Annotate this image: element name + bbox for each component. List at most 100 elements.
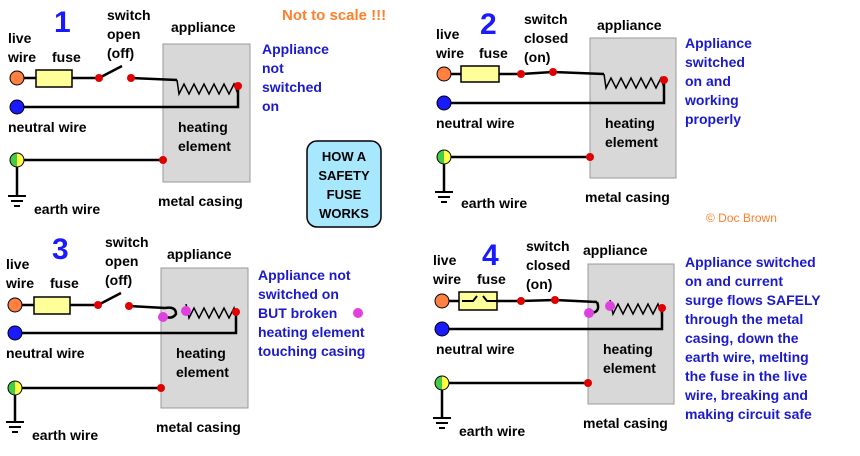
- switch-label-line-2: closed: [524, 30, 568, 46]
- metal-casing-label: metal casing: [158, 193, 243, 209]
- earth-wire-label: earth wire: [32, 427, 98, 443]
- fuse-label: fuse: [479, 45, 508, 61]
- description-line-5: properly: [685, 111, 741, 127]
- heating-element-coil: [609, 299, 663, 317]
- panel-4: 4 switch closed (on) appliance live wire…: [432, 238, 821, 439]
- description-line-3: switched: [262, 79, 322, 95]
- neutral-wire: [442, 308, 664, 331]
- live-terminal: [434, 293, 450, 309]
- switch-lever: [520, 298, 556, 303]
- description-line-2: switched on: [258, 286, 339, 302]
- melted-fuse-wire: [482, 295, 497, 302]
- switch-contact: [127, 74, 135, 82]
- fuse-label: fuse: [52, 49, 81, 65]
- panel-number: 4: [482, 239, 499, 272]
- info-box-line-1: HOW A: [322, 149, 367, 164]
- ground-icon: [435, 191, 453, 203]
- info-box-frame: [306, 140, 382, 228]
- earth-terminal: [9, 152, 25, 168]
- switch-contact: [517, 297, 525, 305]
- heating-element-coil: [185, 303, 237, 321]
- switch-label-line-1: switch: [524, 11, 568, 27]
- element-junction: [658, 304, 666, 312]
- element-junction: [234, 82, 242, 90]
- panel-1: 1 switch open (off) appliance live wire …: [7, 6, 329, 217]
- switch-label-line-3: (off): [105, 272, 132, 288]
- neutral-terminal: [436, 95, 452, 111]
- broken-element-loop: [163, 306, 178, 319]
- metal-casing: [589, 37, 677, 179]
- live-label-line-2: wire: [5, 275, 34, 291]
- switch-label-line-2: closed: [526, 257, 570, 273]
- live-wire: [128, 304, 166, 310]
- heating-element-coil: [603, 73, 665, 91]
- neutral-terminal: [9, 99, 25, 115]
- fuse: [35, 69, 73, 88]
- casing-earth-junction: [584, 379, 592, 387]
- switch-label-line-1: switch: [526, 238, 570, 254]
- heating-label-line-1: heating: [605, 115, 655, 131]
- panel-number: 2: [480, 8, 497, 41]
- description-line-5: touching casing: [258, 343, 365, 359]
- live-label-line-2: wire: [7, 49, 36, 65]
- description-line-8: wire, breaking and: [684, 387, 808, 403]
- description-line-2: on and current: [685, 273, 783, 289]
- description-line-4: heating element: [258, 324, 365, 340]
- heating-label-line-2: element: [176, 364, 229, 380]
- description-line-1: Appliance: [262, 41, 329, 57]
- heating-element-coil: [176, 79, 239, 97]
- casing-earth-junction: [157, 384, 165, 392]
- panel-number: 1: [54, 6, 71, 39]
- heating-label-line-1: heating: [178, 119, 228, 135]
- fuse: [460, 65, 500, 83]
- info-box-line-2: SAFETY: [318, 168, 370, 183]
- appliance-label: appliance: [167, 246, 232, 262]
- switch-label-line-2: open: [107, 26, 140, 42]
- switch-contact: [94, 301, 102, 309]
- earth-terminal: [436, 149, 452, 165]
- element-junction: [232, 308, 240, 316]
- ground-icon: [433, 417, 451, 429]
- description-line-1: Appliance: [685, 35, 752, 51]
- casing-contact-point: [158, 312, 168, 322]
- switch-label-line-1: switch: [107, 7, 151, 23]
- description-line-1: Appliance switched: [685, 254, 816, 270]
- live-terminal: [7, 297, 23, 313]
- switch-label-line-3: (on): [526, 276, 552, 292]
- switch-lever: [520, 70, 554, 76]
- heating-label-line-2: element: [603, 360, 656, 376]
- metal-casing-label: metal casing: [585, 189, 670, 205]
- heating-label-line-2: element: [605, 134, 658, 150]
- appliance-label: appliance: [171, 19, 236, 35]
- live-wire: [554, 298, 598, 304]
- switch-label-line-1: switch: [105, 234, 149, 250]
- description-line-6: earth wire, melting: [685, 349, 809, 365]
- fuse-label: fuse: [477, 271, 506, 287]
- metal-casing: [162, 43, 251, 183]
- description-line-9: making circuit safe: [685, 406, 812, 422]
- appliance-label: appliance: [583, 242, 648, 258]
- casing-contact-point: [584, 308, 594, 318]
- description-line-3: on and: [685, 73, 731, 89]
- ground-icon: [6, 421, 24, 433]
- appliance-label: appliance: [597, 17, 662, 33]
- description-line-7: the fuse in the live: [685, 368, 807, 384]
- live-label-line-2: wire: [432, 271, 461, 287]
- live-label-line-1: live: [433, 252, 457, 268]
- description-line-2: switched: [685, 54, 745, 70]
- earth-terminal: [7, 380, 23, 396]
- heating-label-line-2: element: [178, 138, 231, 154]
- neutral-wire-label: neutral wire: [8, 119, 87, 135]
- melted-fuse-wire: [462, 295, 478, 302]
- switch-contact: [551, 296, 559, 304]
- switch-contact: [549, 68, 557, 76]
- ground-icon: [8, 195, 26, 207]
- description-line-4: working: [684, 92, 739, 108]
- live-label-line-2: wire: [435, 45, 464, 61]
- description-line-4: through the metal: [685, 311, 803, 327]
- panel-3: 3 switch open (off) appliance live wire …: [5, 233, 365, 443]
- neutral-wire: [15, 312, 238, 335]
- heating-label-line-1: heating: [603, 341, 653, 357]
- info-box: HOW A SAFETY FUSE WORKS: [306, 140, 382, 228]
